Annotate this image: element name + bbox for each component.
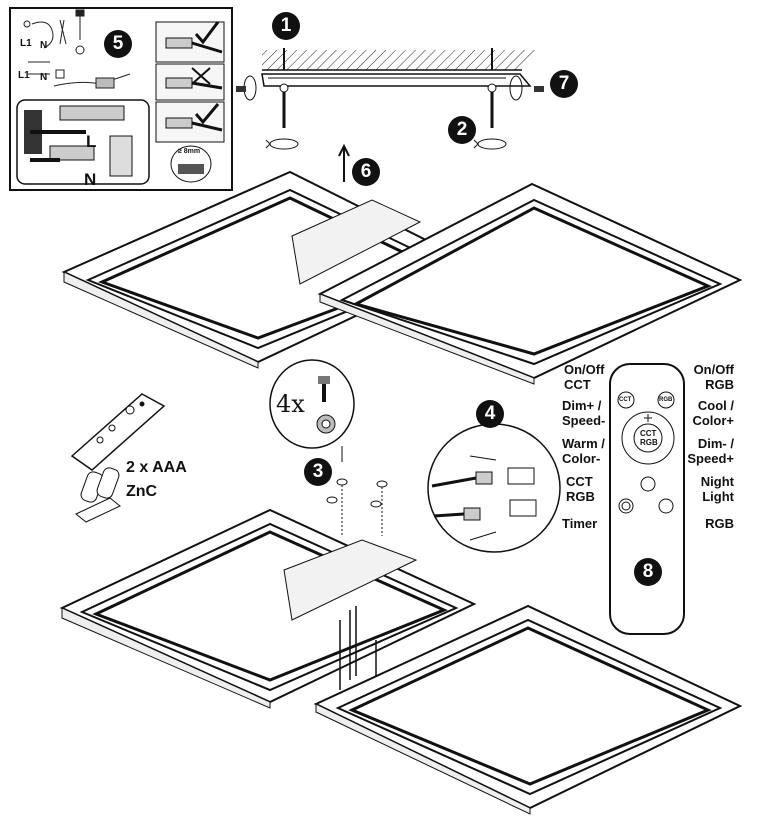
upper-lamp (61, 170, 743, 385)
check-icon (194, 21, 220, 45)
wiring-l-label: L (86, 132, 97, 151)
wiring-schematic-icon (23, 9, 131, 89)
lower-lamp (59, 508, 743, 815)
wiring-l1-top: L1 (20, 38, 32, 49)
ceiling-screws (279, 48, 497, 128)
label-dim-plus: Dim+ /Speed- (562, 398, 606, 428)
strip-length-gauge (170, 145, 212, 183)
connector-check-panel (155, 21, 225, 143)
wiring-n-top: N (40, 40, 48, 51)
label-warm-color-minus: Warm /Color- (562, 436, 605, 466)
mounting-rail (261, 73, 532, 87)
wiring-l1-bottom: L1 (18, 70, 30, 81)
connector-inset (427, 423, 561, 553)
step-3-marker: 3 (304, 458, 332, 486)
up-arrow-icon (338, 143, 350, 182)
strip-length-label: ≥ 8mm (178, 148, 201, 155)
step-5-marker: 5 (104, 30, 132, 58)
screw-quantity-label: 4x (276, 390, 305, 418)
step-1-marker: 1 (272, 12, 300, 40)
side-screws (236, 86, 544, 92)
center-cct-text: CCT (640, 429, 657, 438)
step-7-marker: 7 (550, 70, 578, 98)
sun-icon (644, 414, 652, 422)
screw-inset (269, 359, 355, 462)
label-cool-color-plus: Cool /Color+ (692, 398, 734, 428)
step-6-marker: 6 (352, 158, 380, 186)
label-timer: Timer (562, 516, 598, 531)
clock-icon (621, 501, 631, 511)
step-2-marker: 2 (448, 116, 476, 144)
remote-control (609, 363, 685, 635)
junction-box-panel (16, 99, 150, 185)
label-rgb: RGB (705, 516, 734, 531)
cross-icon (191, 67, 211, 85)
battery-remote (70, 393, 166, 523)
button-rgb-text: RGB (659, 397, 673, 403)
center-rgb-text: RGB (640, 438, 658, 447)
check-icon (194, 103, 220, 125)
wiring-n-bottom: N (40, 72, 48, 83)
step-4-marker: 4 (476, 400, 504, 428)
wiring-n-label: N (84, 170, 97, 189)
battery-chem-label: ZnC (126, 483, 158, 500)
step-8-marker: 8 (634, 558, 662, 586)
button-cct-text: CCT (619, 397, 632, 403)
lower-mount-rods (339, 606, 377, 690)
ceiling (262, 50, 542, 71)
battery-type-label: 2 x AAA (126, 459, 187, 476)
mount-screws (326, 478, 388, 536)
label-dim-minus: Dim- /Speed+ (687, 436, 734, 466)
